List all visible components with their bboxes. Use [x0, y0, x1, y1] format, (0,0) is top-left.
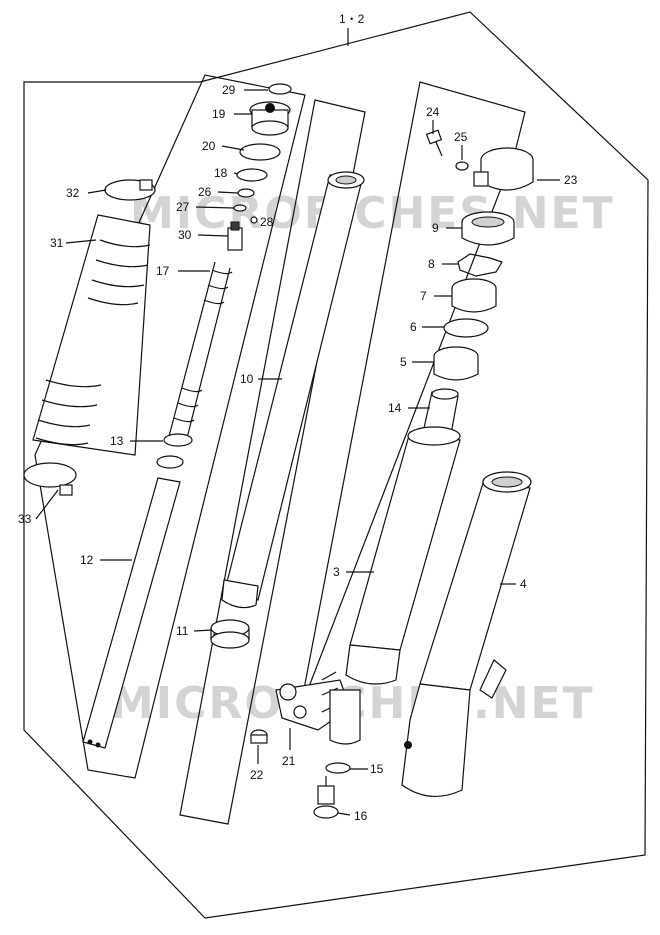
callout-17: 17 [156, 264, 170, 278]
inner-tube [221, 171, 365, 609]
washer-18 [236, 168, 268, 182]
fork-tube-group-outline [179, 99, 366, 825]
rebound-spring [167, 261, 233, 447]
callout-12: 12 [80, 553, 94, 567]
bolt-24 [425, 129, 443, 157]
callout-23: 23 [564, 173, 578, 187]
callout-24: 24 [426, 105, 440, 119]
oring-top [268, 83, 292, 95]
damper-group-outline [34, 74, 306, 779]
fork-boot [32, 214, 151, 456]
drain-bolt [313, 776, 339, 819]
ball-28 [250, 216, 258, 224]
callout-9: 9 [432, 221, 439, 235]
callout-28: 28 [260, 215, 274, 229]
callout-25: 25 [454, 130, 468, 144]
callout-20: 20 [202, 139, 216, 153]
boot-clamp-lower [23, 462, 77, 496]
cap-bolt [249, 101, 291, 136]
oil-seal [461, 211, 515, 246]
callout-27: 27 [176, 200, 190, 214]
callout-19: 19 [212, 107, 226, 121]
washer-26 [237, 188, 255, 198]
callout-22: 22 [250, 768, 264, 782]
damper-rod [82, 455, 184, 749]
callout-26: 26 [198, 185, 212, 199]
assembly-outline [23, 11, 649, 919]
guide-bushing-5 [433, 346, 479, 381]
leader-lines [35, 89, 560, 816]
callout-31: 31 [50, 236, 64, 250]
callout-29: 29 [222, 83, 236, 97]
bolt-22 [250, 729, 268, 744]
washer-15 [325, 762, 351, 774]
seal-spacer [443, 318, 489, 338]
callout-21: 21 [282, 754, 296, 768]
callout-13: 13 [110, 434, 124, 448]
clip-27 [233, 204, 247, 212]
callout-15: 15 [370, 762, 384, 776]
callout-4: 4 [520, 577, 527, 591]
callout-10: 10 [240, 372, 254, 386]
damper-seal-ring [163, 433, 193, 447]
callout-30: 30 [178, 228, 192, 242]
callout-11: 11 [176, 624, 189, 638]
watermark-top: MICROFICHES.NET [130, 188, 615, 239]
callout-3: 3 [333, 565, 340, 579]
assembly-number: 1・2 [339, 12, 365, 26]
outer-tube-right [401, 471, 532, 798]
bracket-body [329, 689, 361, 745]
washer-25 [455, 161, 469, 171]
callout-16: 16 [354, 809, 368, 823]
boot-clamp-upper [104, 179, 156, 201]
callout-32: 32 [66, 186, 80, 200]
callout-18: 18 [214, 166, 228, 180]
washer-20 [239, 143, 281, 161]
outer-tube-left [345, 426, 461, 685]
stopper-ring [457, 253, 503, 277]
outer-tube-group-outline [299, 81, 526, 711]
callout-6: 6 [410, 320, 417, 334]
callout-33: 33 [18, 512, 32, 526]
callout-14: 14 [388, 401, 402, 415]
callout-5: 5 [400, 355, 407, 369]
callout-8: 8 [428, 257, 435, 271]
cap-23 [473, 147, 534, 191]
slide-bushing [210, 619, 250, 649]
callout-7: 7 [420, 289, 427, 303]
adjuster-rod [227, 221, 243, 251]
guide-bushing-7 [451, 278, 497, 313]
